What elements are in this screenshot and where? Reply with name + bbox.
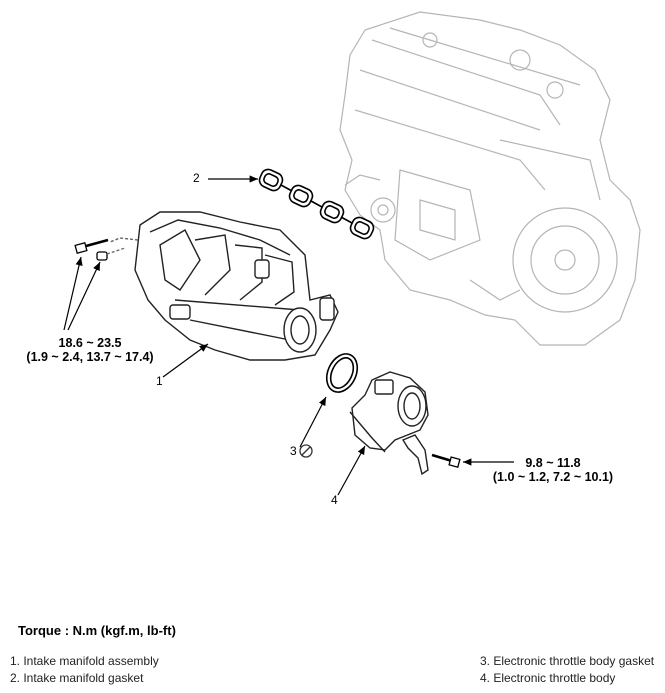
leader-lines xyxy=(63,175,514,496)
callout-2: 2 xyxy=(193,171,200,185)
intake-manifold-gasket xyxy=(258,168,375,240)
legend-item-3: 3. Electronic throttle body gasket xyxy=(480,654,655,668)
callout-4: 4 xyxy=(331,493,338,507)
callout-1: 1 xyxy=(156,374,163,388)
torque-unit-header: Torque : N.m (kgf.m, lb-ft) xyxy=(18,623,176,638)
callout-3: 3 xyxy=(290,444,297,458)
torque-throttle-nm: 9.8 ~ 11.8 xyxy=(525,456,581,470)
throttle-body-gasket xyxy=(325,353,359,393)
legend-item-2: 2. Intake manifold gasket xyxy=(10,671,144,685)
throttle-body-bolt xyxy=(431,453,461,468)
legend-item-4: 4. Electronic throttle body xyxy=(480,671,616,685)
prohibition-icon xyxy=(299,444,313,458)
manifold-bolts xyxy=(74,238,126,261)
intake-manifold-assembly xyxy=(109,211,339,361)
electronic-throttle-body xyxy=(349,371,429,476)
legend-item-1: 1. Intake manifold assembly xyxy=(10,654,159,668)
torque-manifold-alt: (1.9 ~ 2.4, 13.7 ~ 17.4) xyxy=(26,350,154,364)
torque-spec-throttle: 9.8 ~ 11.8 (1.0 ~ 1.2, 7.2 ~ 10.1) xyxy=(486,456,620,484)
engine-block-outline xyxy=(339,11,641,346)
torque-manifold-nm: 18.6 ~ 23.5 xyxy=(58,336,122,350)
torque-throttle-alt: (1.0 ~ 1.2, 7.2 ~ 10.1) xyxy=(492,470,614,484)
exploded-view-diagram xyxy=(63,11,641,496)
torque-spec-manifold: 18.6 ~ 23.5 (1.9 ~ 2.4, 13.7 ~ 17.4) xyxy=(14,336,166,364)
